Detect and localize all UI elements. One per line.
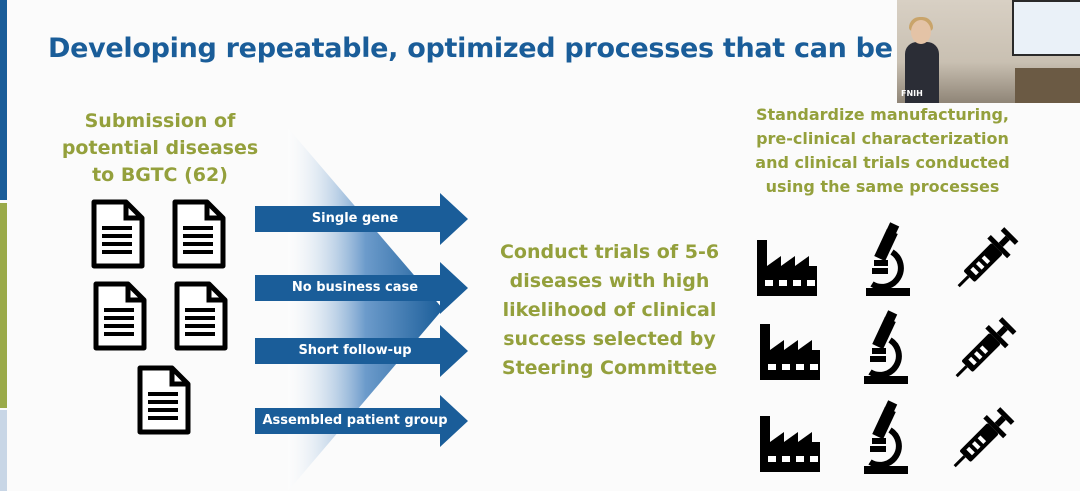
criteria-arrow: Single gene	[255, 193, 470, 245]
syringe-icon	[955, 317, 1017, 378]
criteria-label: Short follow-up	[298, 343, 412, 358]
speaker-head	[911, 20, 931, 44]
podium	[1015, 68, 1080, 103]
standardize-text: Standardize manufacturing, pre-clinical …	[755, 105, 1010, 196]
webcam-overlay[interactable]: FNIH	[897, 0, 1080, 103]
criteria-arrow: No business case	[255, 262, 470, 314]
criteria-label: No business case	[291, 280, 419, 295]
document-icon	[174, 281, 228, 351]
syringe-icon	[957, 227, 1019, 288]
document-icon	[137, 365, 191, 435]
presentation-screen-in-video	[1012, 0, 1080, 56]
factory-icon	[757, 240, 817, 296]
accent-bar-green	[0, 203, 7, 408]
submission-text: Submission of potential diseases to BGTC…	[61, 110, 259, 186]
microscope-icon	[864, 310, 908, 384]
speaker-body	[905, 42, 939, 103]
slide-title: Developing repeatable, optimized process…	[48, 33, 1015, 64]
conduct-trials-text: Conduct trials of 5-6 diseases with high…	[499, 241, 720, 379]
document-icon	[172, 199, 226, 269]
criteria-arrow: Assembled patient group	[255, 395, 470, 447]
document-icon	[91, 199, 145, 269]
criteria-arrow: Short follow-up	[255, 325, 470, 377]
criteria-label: Single gene	[311, 211, 399, 226]
accent-bar-blue	[0, 0, 7, 200]
factory-icon	[760, 324, 820, 380]
criteria-label: Assembled patient group	[262, 413, 448, 428]
document-icon	[93, 281, 147, 351]
factory-icon	[760, 416, 820, 472]
webcam-label: FNIH	[901, 89, 923, 98]
syringe-icon	[953, 407, 1015, 468]
accent-bar-light	[0, 410, 7, 491]
microscope-icon	[866, 222, 910, 296]
microscope-icon	[864, 400, 908, 474]
